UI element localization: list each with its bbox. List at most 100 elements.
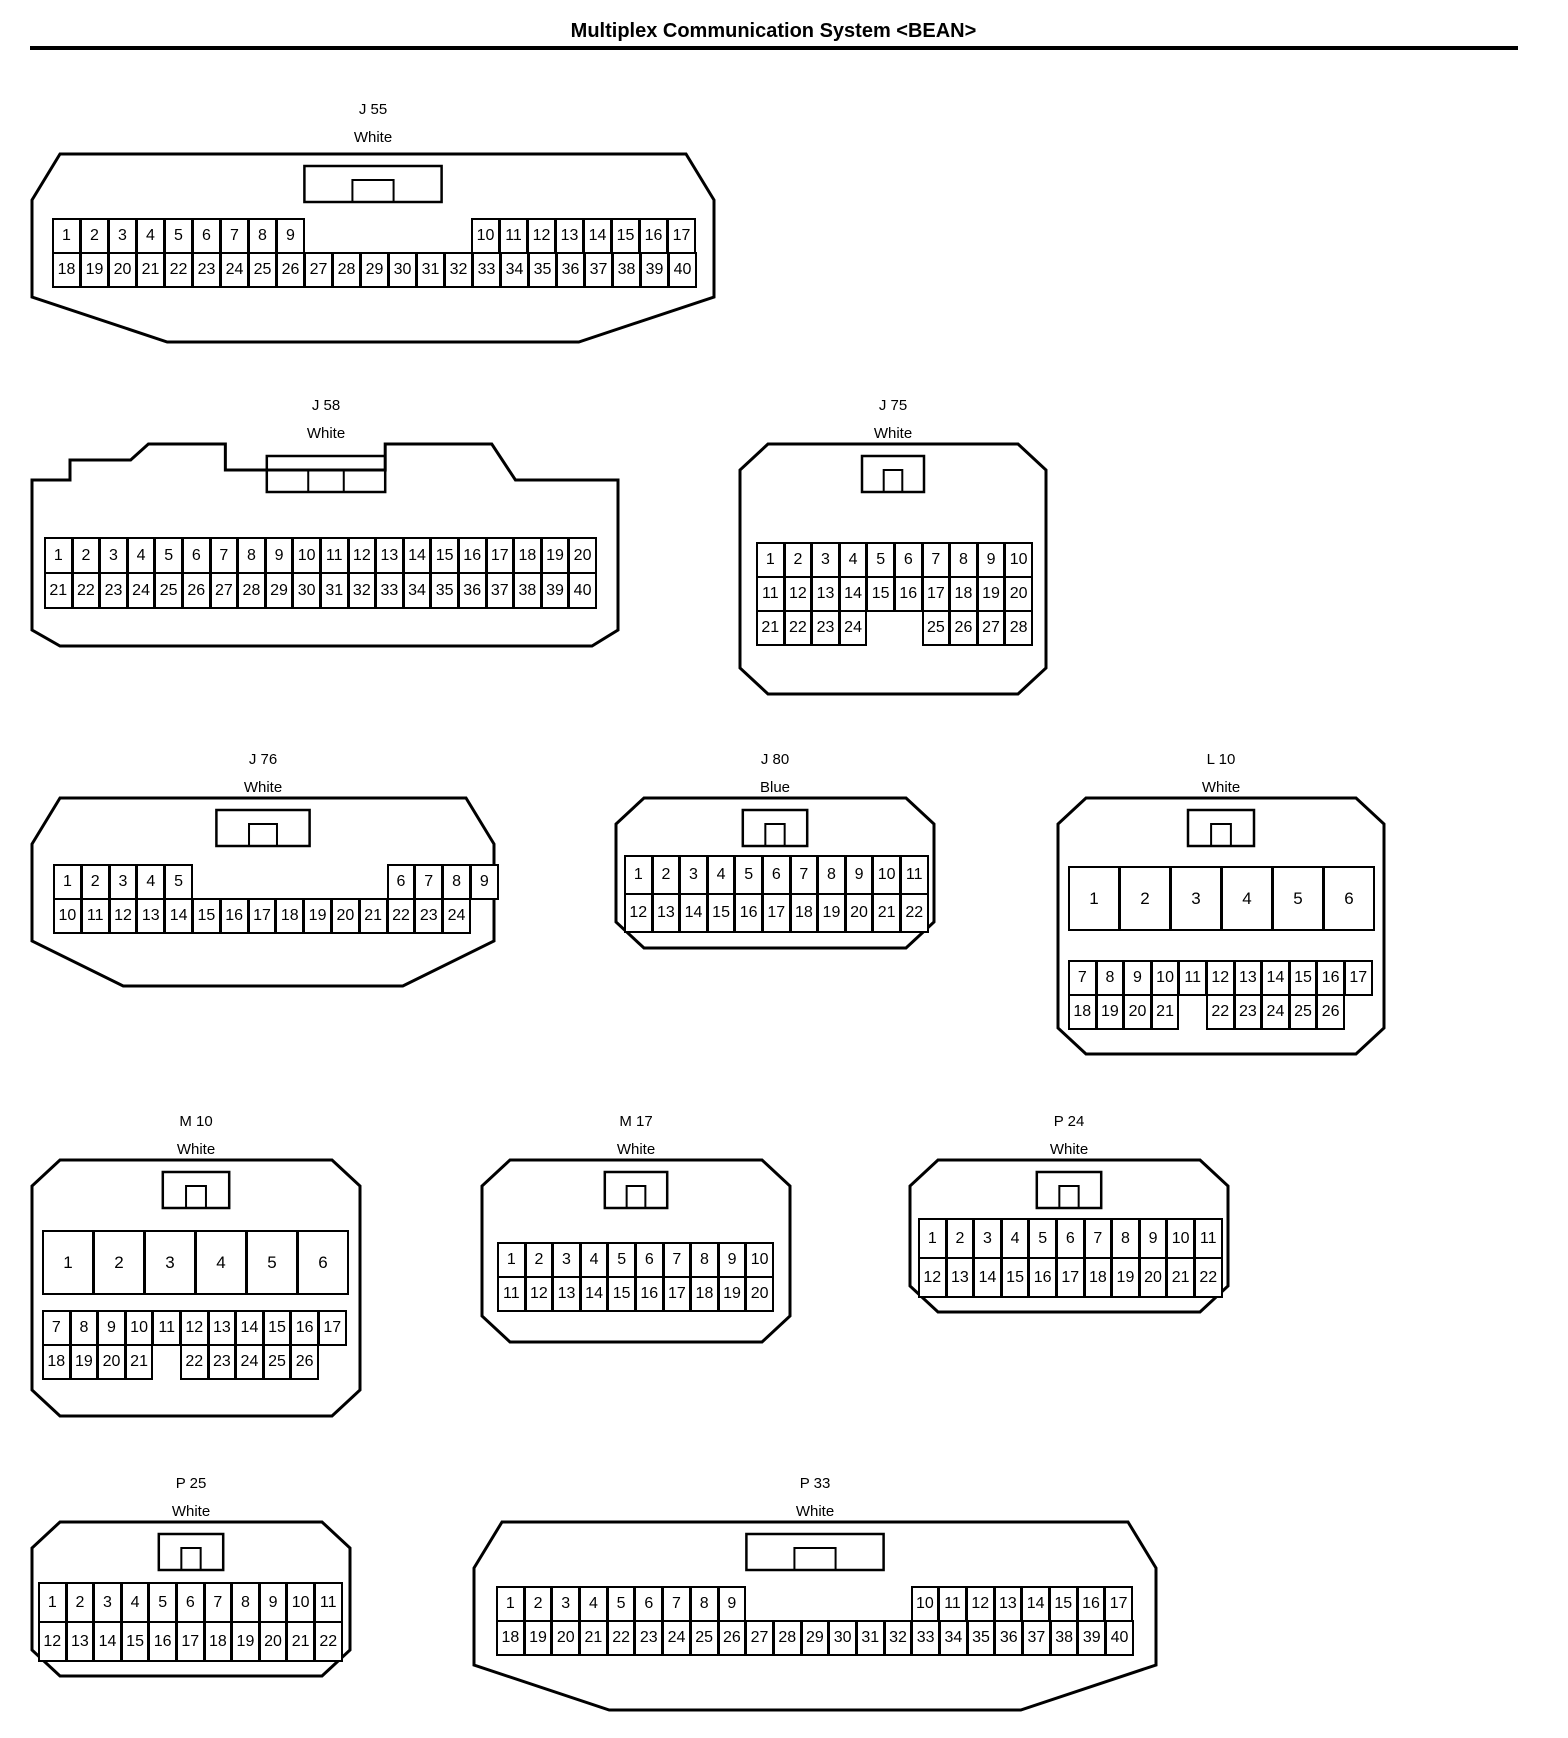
- terminal-pin: 25: [248, 252, 277, 288]
- terminal-pin: 12: [527, 218, 556, 254]
- terminal-pin: 2: [80, 864, 110, 900]
- terminal-pin: 13: [1233, 960, 1263, 996]
- terminal-pin: 5: [148, 1582, 177, 1623]
- connector-id-label: P 24: [1053, 1113, 1085, 1130]
- terminal-pin: 32: [444, 252, 473, 288]
- terminal-pin: 1: [1068, 866, 1120, 931]
- pin-gap: [894, 610, 923, 646]
- terminal-pin: 10: [1004, 542, 1033, 578]
- terminal-pin: 20: [108, 252, 137, 288]
- connector-id-label: J 58: [311, 397, 341, 414]
- terminal-pin: 9: [1123, 960, 1152, 996]
- connector-id-label: L 10: [1206, 751, 1236, 768]
- terminal-pin: 21: [358, 898, 388, 934]
- terminal-pin: 24: [126, 572, 156, 609]
- terminal-pin: 6: [634, 1586, 664, 1622]
- pin-gap: [444, 218, 473, 254]
- connector-j58-housing: [30, 442, 620, 648]
- terminal-pin: 16: [1028, 1257, 1057, 1298]
- terminal-pin: 16: [734, 893, 763, 933]
- pin-gap: [303, 864, 332, 900]
- terminal-pin: 12: [38, 1621, 67, 1662]
- terminal-pin: 18: [949, 576, 978, 612]
- terminal-pin: 28: [237, 572, 266, 609]
- terminal-pin: 20: [844, 893, 874, 933]
- terminal-pin: 38: [612, 252, 641, 288]
- terminal-pin: 37: [485, 572, 515, 609]
- terminal-pin: 16: [1316, 960, 1345, 996]
- terminal-pin: 11: [899, 855, 929, 895]
- terminal-pin: 20: [1004, 576, 1033, 612]
- terminal-pin: 32: [883, 1620, 913, 1656]
- terminal-pin: 11: [1193, 1218, 1223, 1259]
- terminal-pin: 23: [811, 610, 840, 646]
- terminal-pin: 19: [523, 1620, 553, 1656]
- terminal-pin: 22: [179, 1344, 209, 1380]
- pin-gap: [304, 218, 333, 254]
- terminal-pin: 10: [745, 1242, 774, 1278]
- terminal-pin: 13: [945, 1257, 975, 1298]
- connector-color-label: White: [1201, 779, 1241, 796]
- connector-j80-housing: [614, 796, 936, 950]
- pin-gap: [359, 864, 388, 900]
- terminal-pin: 30: [388, 252, 417, 288]
- terminal-pin: 35: [966, 1620, 996, 1656]
- terminal-pin: 5: [164, 218, 193, 254]
- terminal-pin: 16: [148, 1621, 177, 1662]
- terminal-pin: 16: [1076, 1586, 1106, 1622]
- terminal-pin: 2: [651, 855, 681, 895]
- terminal-pin: 3: [93, 1582, 122, 1623]
- terminal-pin: 8: [248, 218, 277, 254]
- terminal-pin: 8: [1095, 960, 1125, 996]
- terminal-pin: 19: [1111, 1257, 1140, 1298]
- title-divider: [30, 46, 1518, 50]
- connector-id-label: J 75: [878, 397, 908, 414]
- terminal-pin: 6: [634, 1242, 664, 1278]
- pin-gap: [192, 864, 221, 900]
- terminal-pin: 17: [921, 576, 951, 612]
- terminal-pin: 5: [866, 542, 895, 578]
- terminal-pin: 14: [679, 893, 708, 933]
- terminal-pin: 4: [195, 1230, 247, 1295]
- terminal-pin: 20: [1138, 1257, 1168, 1298]
- terminal-pin: 2: [783, 542, 813, 578]
- pin-gap: [856, 1586, 885, 1622]
- terminal-pin: 13: [811, 576, 840, 612]
- page-title: Multiplex Communication System <BEAN>: [570, 20, 977, 42]
- terminal-pin: 28: [772, 1620, 802, 1656]
- terminal-pin: 20: [1123, 994, 1152, 1030]
- terminal-pin: 40: [1105, 1620, 1134, 1656]
- connector-id-label: J 55: [358, 101, 388, 118]
- terminal-pin: 19: [303, 898, 332, 934]
- terminal-pin: 6: [1323, 866, 1375, 931]
- pin-gap: [152, 1344, 181, 1380]
- terminal-pin: 8: [231, 1582, 260, 1623]
- connector-color-label: White: [171, 1503, 211, 1520]
- terminal-pin: 13: [651, 893, 681, 933]
- terminal-pin: 22: [386, 898, 416, 934]
- terminal-pin: 8: [69, 1310, 99, 1346]
- terminal-pin: 17: [761, 893, 791, 933]
- terminal-pin: 21: [1150, 994, 1180, 1030]
- terminal-pin: 21: [286, 1621, 315, 1662]
- connector-color-label: White: [795, 1503, 835, 1520]
- terminal-pin: 31: [855, 1620, 885, 1656]
- terminal-pin: 26: [290, 1344, 319, 1380]
- connector-p33-housing: [472, 1520, 1158, 1712]
- terminal-pin: 22: [313, 1621, 343, 1662]
- terminal-pin: 19: [540, 537, 570, 574]
- terminal-pin: 9: [717, 1586, 747, 1622]
- terminal-pin: 26: [1316, 994, 1345, 1030]
- terminal-pin: 18: [1068, 994, 1097, 1030]
- terminal-pin: 24: [220, 252, 249, 288]
- terminal-pin: 15: [1288, 960, 1318, 996]
